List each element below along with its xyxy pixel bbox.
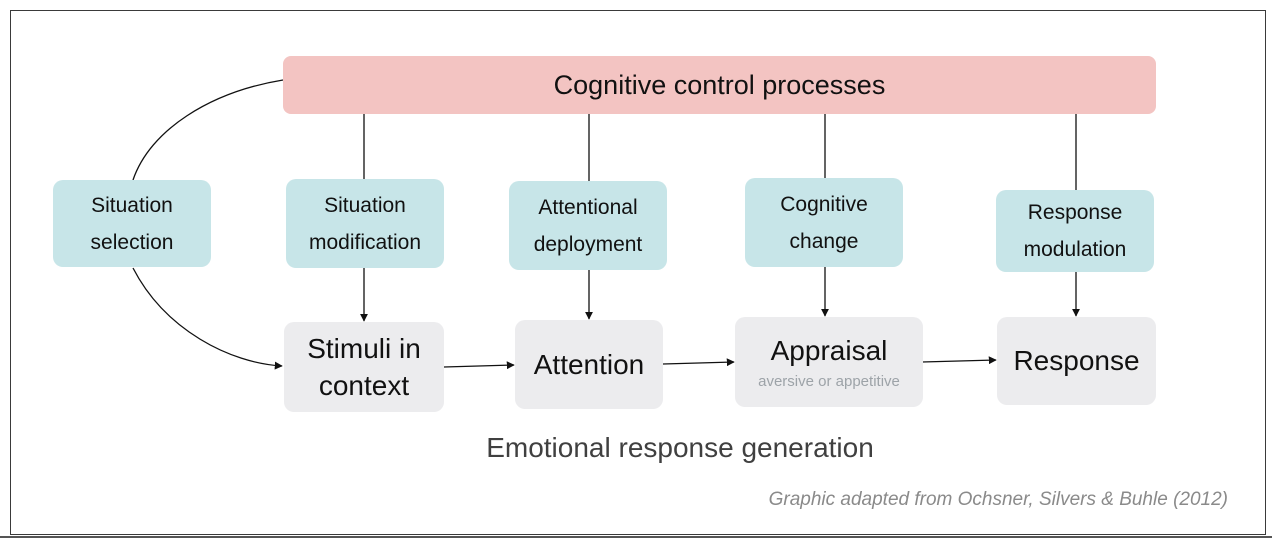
response-box: Response: [997, 317, 1156, 405]
situation-modification-box: Situation modification: [286, 179, 444, 268]
stimuli-to-attention-arrow: [443, 361, 515, 370]
attentional-deployment-line1: Attentional: [538, 195, 638, 219]
situation-selection-line2: selection: [90, 230, 174, 254]
appraisal-to-response-arrow: [921, 356, 997, 365]
source-credit: Graphic adapted from Ochsner, Silvers & …: [768, 489, 1228, 510]
situation-selection-line1: Situation: [91, 193, 173, 217]
situation-selection-box: Situation selection: [53, 180, 211, 267]
attentional-deployment-line2: deployment: [533, 232, 643, 256]
appraisal-box: Appraisal aversive or appetitive: [735, 317, 923, 407]
attention-to-appraisal-arrow: [662, 358, 735, 367]
cognitive-control-bar: Cognitive control processes: [283, 56, 1156, 114]
cognitive-change-box: Cognitive change: [745, 178, 903, 267]
selection-to-stimuli-arrow: [132, 267, 283, 370]
attention-box: Attention: [515, 320, 663, 409]
stimuli-line2: context: [318, 370, 410, 401]
control-to-selection-curve: [132, 79, 284, 181]
attentional-deployment-box: Attentional deployment: [509, 181, 667, 270]
response-modulation-box: Response modulation: [996, 190, 1154, 272]
situation-modification-line1: Situation: [324, 193, 406, 217]
cognitive-change-line1: Cognitive: [780, 192, 868, 216]
bottom-divider: [0, 536, 1272, 538]
appraisal-label: Appraisal: [770, 334, 888, 366]
response-modulation-line1: Response: [1027, 201, 1123, 224]
response-modulation-line2: modulation: [1023, 238, 1127, 261]
stimuli-in-context-box: Stimuli in context: [284, 322, 444, 412]
stimuli-line1: Stimuli in: [307, 333, 421, 364]
cognitive-change-line2: change: [789, 229, 859, 253]
appraisal-sublabel: aversive or appetitive: [758, 372, 900, 390]
cognitive-control-label: Cognitive control processes: [553, 69, 886, 100]
generation-caption: Emotional response generation: [486, 432, 874, 463]
attention-label: Attention: [533, 348, 645, 380]
situation-modification-line2: modification: [308, 230, 422, 254]
response-label: Response: [1013, 345, 1140, 376]
